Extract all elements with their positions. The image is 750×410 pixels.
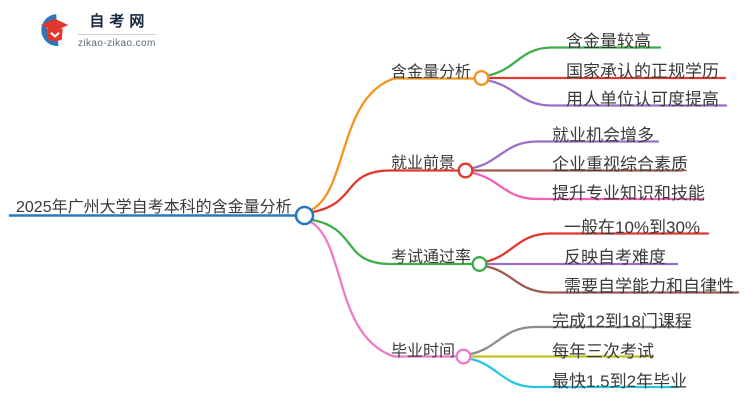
- branch-line-4: [309, 220, 458, 358]
- branch-node-2: [457, 162, 474, 179]
- leaf-label-3-2: 反映自考难度: [564, 248, 666, 267]
- leaf-label-2-3: 提升专业知识和技能: [552, 184, 705, 203]
- branch-label-1: 含金量分析: [391, 64, 472, 81]
- leaf-line-2-1: [471, 140, 660, 170]
- leaf-label-1-1: 含金量较高: [566, 32, 651, 51]
- site-logo: 自考网 zikao-zikao.com: [30, 12, 156, 49]
- leaf-label-1-2: 国家承认的正规学历: [566, 62, 719, 81]
- branch-line-1: [309, 77, 476, 212]
- branch-label-4: 毕业时间: [391, 343, 456, 360]
- leaf-label-2-2: 企业重视综合素质: [552, 155, 688, 174]
- leaf-label-3-3: 需要自学能力和自律性: [564, 277, 734, 296]
- leaf-line-4-1: [469, 325, 690, 356]
- leaf-line-3-1: [485, 232, 710, 263]
- root-node-circle: [294, 205, 315, 226]
- leaf-label-4-3: 最快1.5到2年毕业: [552, 372, 688, 391]
- leaf-label-3-1: 一般在10%到30%: [564, 218, 701, 237]
- branch-node-3: [471, 256, 488, 273]
- leaf-label-1-3: 用人单位认可度提高: [566, 90, 719, 109]
- branch-line-3: [311, 218, 474, 266]
- leaf-label-2-1: 就业机会增多: [552, 126, 654, 145]
- branch-label-3: 考试通过率: [391, 249, 472, 266]
- leaf-line-1-1: [486, 46, 662, 77]
- graduation-cap-icon: [40, 14, 69, 46]
- branch-line-2: [311, 169, 460, 214]
- branch-label-2: 就业前景: [391, 155, 456, 172]
- leaf-label-4-1: 完成12到18门课程: [552, 312, 692, 331]
- leaf-label-4-2: 每年三次考试: [552, 342, 654, 361]
- branch-node-1: [473, 69, 490, 86]
- site-domain: zikao-zikao.com: [78, 34, 156, 49]
- branch-node-4: [455, 348, 472, 365]
- leaf-line-1-3: [486, 79, 728, 107]
- leaf-line-3-3: [485, 265, 740, 294]
- leaf-line-2-3: [471, 171, 705, 201]
- root-title: 2025年广州大学自考本科的含金量分析: [16, 199, 292, 216]
- leaf-line-4-3: [469, 357, 680, 389]
- site-name: 自考网: [89, 13, 150, 30]
